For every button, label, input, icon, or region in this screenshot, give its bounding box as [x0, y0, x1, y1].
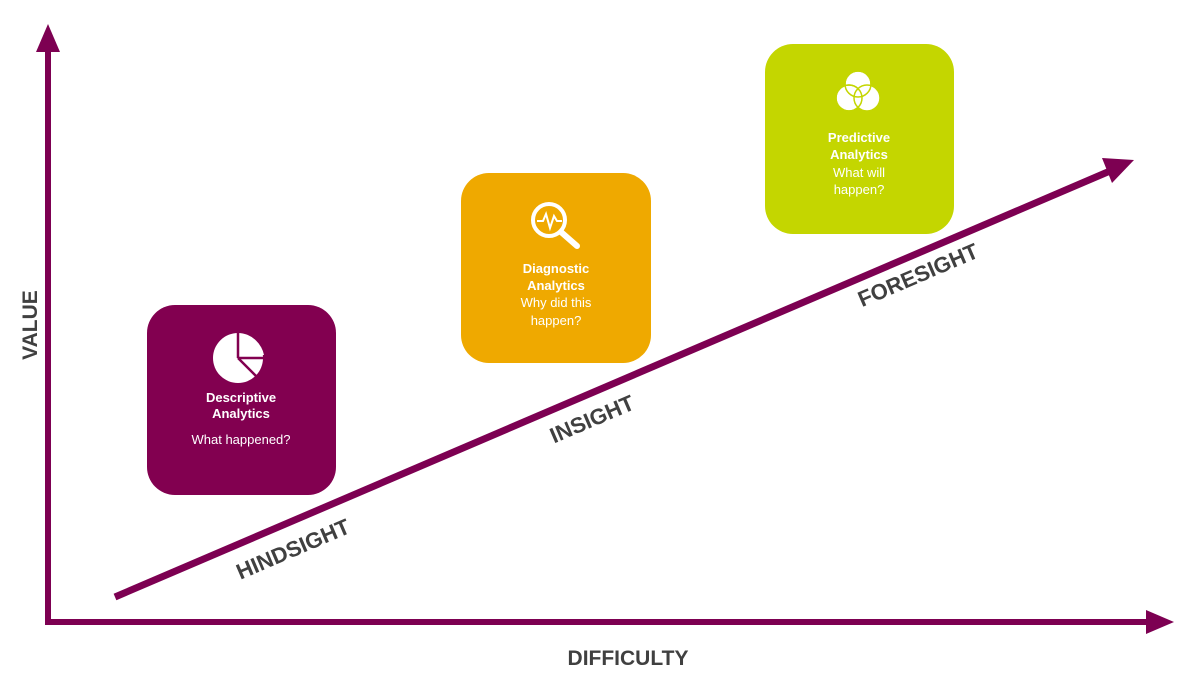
box-subtitle: What happened? [191, 432, 290, 447]
box-subtitle: happen? [531, 313, 582, 328]
y-axis-label: VALUE [19, 290, 42, 360]
descriptive-analytics-box: Descriptive Analytics What happened? [147, 305, 336, 495]
box-subtitle: What will [833, 165, 885, 180]
venn-diagram-icon [835, 70, 881, 112]
box-subtitle: Why did this [521, 295, 592, 310]
magnifier-pulse-icon [531, 202, 580, 249]
y-axis [36, 24, 60, 625]
box-title: Analytics [830, 147, 888, 162]
box-title: Analytics [212, 406, 270, 421]
predictive-analytics-box: Predictive Analytics What will happen? [765, 44, 954, 234]
box-subtitle: happen? [834, 182, 885, 197]
pie-chart-icon [213, 333, 264, 383]
x-axis [45, 610, 1174, 634]
box-title: Predictive [828, 130, 890, 145]
box-title: Analytics [527, 278, 585, 293]
box-title: Descriptive [206, 390, 276, 405]
x-axis-arrowhead-icon [1146, 610, 1174, 634]
diagnostic-analytics-box: Diagnostic Analytics Why did this happen… [461, 173, 651, 363]
box-title: Diagnostic [523, 261, 589, 276]
stage-insight: INSIGHT [546, 390, 638, 448]
x-axis-label: DIFFICULTY [568, 647, 689, 670]
trend-arrow [113, 158, 1134, 601]
trend-arrowhead-icon [1102, 158, 1134, 183]
y-axis-arrowhead-icon [36, 24, 60, 52]
